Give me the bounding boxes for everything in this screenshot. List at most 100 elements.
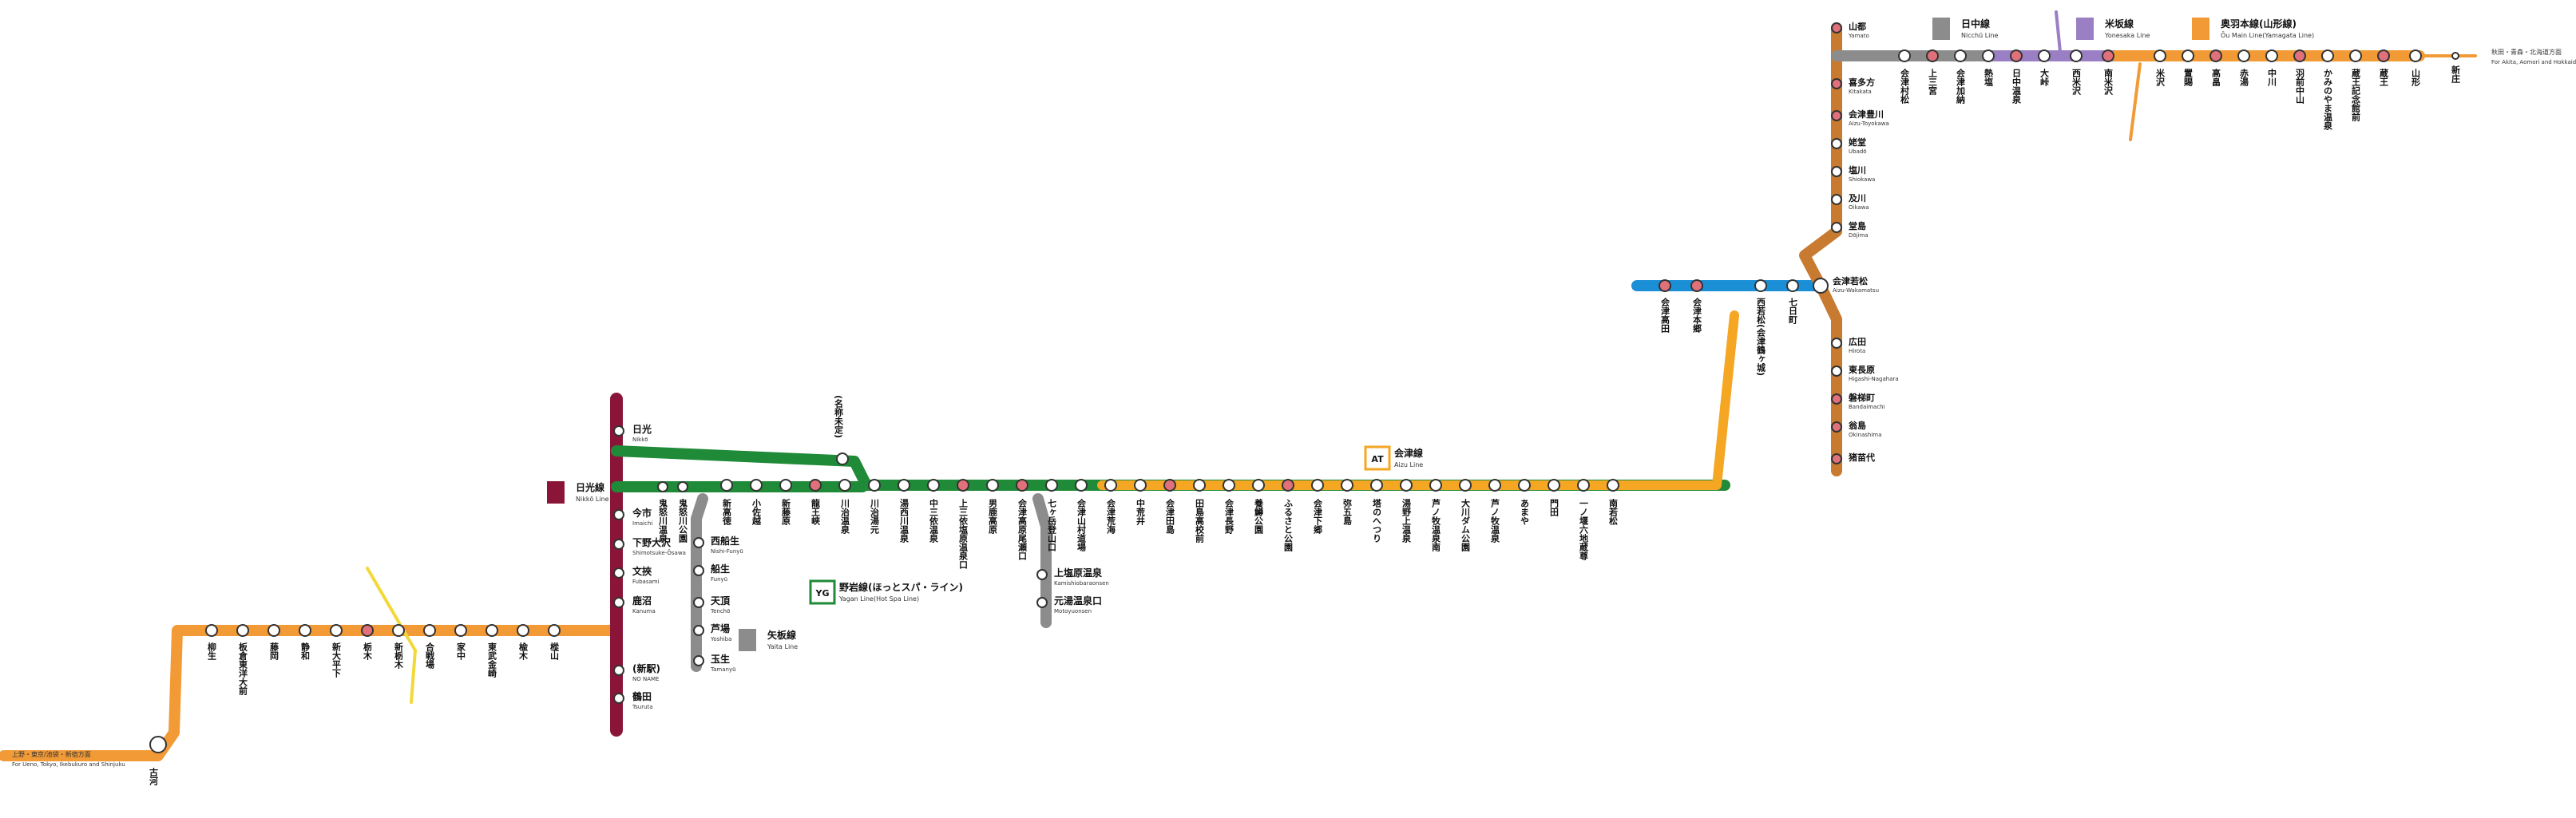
ou-spur <box>2129 62 2142 141</box>
station-label-bottom-6: 新栃木 <box>394 642 405 670</box>
station-label-nikko-col-6: 鶴田 <box>632 690 652 702</box>
station-main-20 <box>1311 479 1324 492</box>
station-main-0 <box>720 479 733 492</box>
station-aizu-row-3 <box>1786 279 1799 292</box>
station-label-top-3: 熱塩 <box>1984 68 1994 86</box>
station-right-col-2 <box>1831 110 1842 121</box>
station-label-yaita-col-0: 西船生 <box>711 535 739 547</box>
station-label-yaita-col-en-1: Funyū <box>711 576 727 583</box>
station-main-10 <box>1016 479 1028 492</box>
station-top-6 <box>2070 49 2083 62</box>
station-label-bottom-10: 楡木 <box>518 642 529 661</box>
legend-yaita-line-jp: 矢板線 <box>767 629 796 641</box>
station-label-right-col-en-0: Yamato <box>1848 33 1869 39</box>
station-right-col-3 <box>1831 138 1842 149</box>
station-main-14 <box>1134 479 1147 492</box>
station-label-aizu-row-3: 七日町 <box>1788 297 1798 325</box>
station-label-nikko-col-1: 今市 <box>632 507 652 519</box>
station-label-bottom-1: 板倉東洋大前 <box>238 642 249 696</box>
station-label-right-col-en-5: Oikawa <box>1849 204 1869 211</box>
station-label-aizu-south-4: 猪苗代 <box>1848 452 1875 463</box>
legend-nicchu-line-en: Nicchū Line <box>1961 32 1998 39</box>
station-label-bottom-2: 藤岡 <box>269 642 279 661</box>
station-label-main-2: 新藤原 <box>781 498 791 526</box>
station-top-11 <box>2237 49 2250 62</box>
legend-aizu-line-en: Aizu Line <box>1394 461 1423 468</box>
station-top-8 <box>2154 49 2166 62</box>
station-label-main-6: 湯西川温泉 <box>899 498 910 543</box>
station-bottom-8 <box>454 624 467 637</box>
station-bottom-11 <box>548 624 561 637</box>
banetsu-west-line <box>1799 22 1842 291</box>
station-main-11 <box>1045 479 1058 492</box>
station-label-main-0: 新高徳 <box>722 498 733 526</box>
station-label-main-26: 芦ノ牧温泉 <box>1490 498 1501 543</box>
legend-nikko-line-en: Nikkō Line <box>576 496 609 503</box>
station-label-bottom-11: 樅山 <box>549 642 560 661</box>
station-label-aizu-south-en-0: Hirota <box>1849 348 1865 354</box>
station-label-right-col-6: 堂島 <box>1849 220 1866 231</box>
station-yaita-col-3 <box>693 625 704 636</box>
station-top-10 <box>2209 49 2222 62</box>
station-top-1 <box>1926 49 1939 62</box>
station-label-main-12: 会津山村道場 <box>1076 498 1087 552</box>
station-main-24 <box>1429 479 1442 492</box>
station-label-shiobara-col-en-1: Motoyuonsen <box>1054 608 1092 614</box>
yaita-line <box>691 493 708 672</box>
station-label-top-17: 山形 <box>2411 68 2421 87</box>
station-main-3 <box>809 479 822 492</box>
station-label-main-1: 小佐越 <box>751 498 763 526</box>
route-lines <box>0 10 2477 761</box>
station-label-main-24: 芦ノ牧温泉南 <box>1431 498 1442 552</box>
jr-ryomo-line-south <box>410 649 417 704</box>
legend-ou-main-line-jp: 奥羽本線(山形線) <box>2221 18 2297 30</box>
station-top-5 <box>2038 49 2051 62</box>
station-label-yaita-col-en-4: Tamanyū <box>710 666 736 673</box>
station-label-top-12: 中川 <box>2267 68 2278 86</box>
station-label-yaita-col-1: 船生 <box>711 563 730 575</box>
station-main-9 <box>986 479 999 492</box>
station-label-top-2: 会津加納 <box>1956 68 1967 105</box>
station-label-yaita-col-en-2: Tenchō <box>710 608 730 614</box>
station-label-top-15: 蔵王記念館前 <box>2351 68 2362 122</box>
station-label-main-15: 会津田島 <box>1165 498 1175 535</box>
station-label-kinugawa-0: 鬼怒川温泉 <box>658 498 669 543</box>
station-top-7 <box>2102 49 2114 62</box>
station-bottom-10 <box>517 624 529 637</box>
station-label-meisho: (名称未定) <box>834 395 845 438</box>
station-bottom-0 <box>205 624 218 637</box>
station-label-bottom-5: 栃木 <box>363 642 374 661</box>
station-bottom-2 <box>268 624 280 637</box>
station-meisho <box>836 452 849 465</box>
station-label-top-18: 新庄 <box>2451 65 2461 84</box>
station-shiobara-col-0 <box>1036 569 1048 580</box>
station-right-col-4 <box>1831 166 1842 177</box>
station-label-nikko-col-en-3: Fubasami <box>632 579 660 585</box>
station-label-nikko-col-2: 下野大沢 <box>632 536 672 548</box>
station-label-top-10: 高畠 <box>2211 68 2221 87</box>
station-nikko-col-2 <box>613 539 624 550</box>
jr-ryomo-line <box>366 567 417 652</box>
station-top-9 <box>2182 49 2194 62</box>
station-label-right-col-1: 喜多方 <box>1849 77 1875 88</box>
station-label-aizu-south-en-3: Okinashima <box>1849 432 1881 438</box>
station-label-kinugawa-1: 鬼怒川公園 <box>678 498 689 543</box>
station-right-col-1 <box>1831 78 1842 89</box>
station-label-main-3: 龍王峡 <box>810 498 821 526</box>
station-right-col-0 <box>1831 22 1842 34</box>
station-bottom-7 <box>423 624 436 637</box>
station-top-3 <box>1982 49 1995 62</box>
station-label-yaita-col-en-3: Yoshiba <box>710 636 731 642</box>
station-label-aizu-south-en-1: Higashi-Nagahara <box>1849 376 1899 382</box>
station-label-yaita-col-2: 天頂 <box>711 595 731 607</box>
endpoint-south-en: For Ueno, Tokyo, Ikebukuro and Shinjuku <box>12 761 125 768</box>
station-label-yaita-col-4: 玉生 <box>711 653 730 665</box>
station-label-right-col-en-2: Aizu-Toyokawa <box>1849 121 1889 127</box>
station-label-top-11: 赤湯 <box>2239 68 2249 87</box>
station-main-12 <box>1075 479 1088 492</box>
station-label-aizu-south-en-2: Bandaimachi <box>1849 404 1885 410</box>
station-label-main-11: 七ヶ岳登山口 <box>1047 498 1058 552</box>
legend-aizu-line-code: AT <box>1371 454 1384 464</box>
